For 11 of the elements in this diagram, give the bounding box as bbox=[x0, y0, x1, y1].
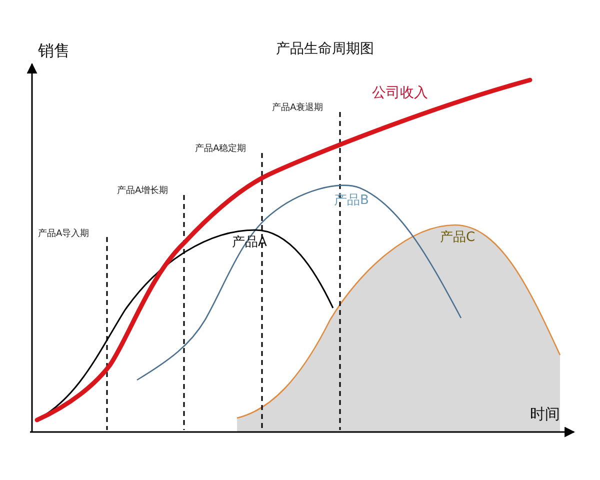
curve-label: 公司收入 bbox=[372, 86, 428, 102]
phase-label: 产品A稳定期 bbox=[195, 145, 246, 155]
chart-title: 产品生命周期图 bbox=[276, 42, 374, 58]
axis-label: 销售 bbox=[38, 42, 70, 60]
axis-label: 时间 bbox=[530, 406, 560, 422]
phase-label: 产品A导入期 bbox=[38, 230, 90, 240]
curve-label: 产品C bbox=[440, 231, 476, 246]
curve-label: 产品A bbox=[232, 236, 267, 250]
curve-label: 产品B bbox=[334, 194, 369, 208]
phase-label: 产品A增长期 bbox=[117, 187, 168, 197]
phase-label: 产品A衰退期 bbox=[272, 104, 324, 114]
